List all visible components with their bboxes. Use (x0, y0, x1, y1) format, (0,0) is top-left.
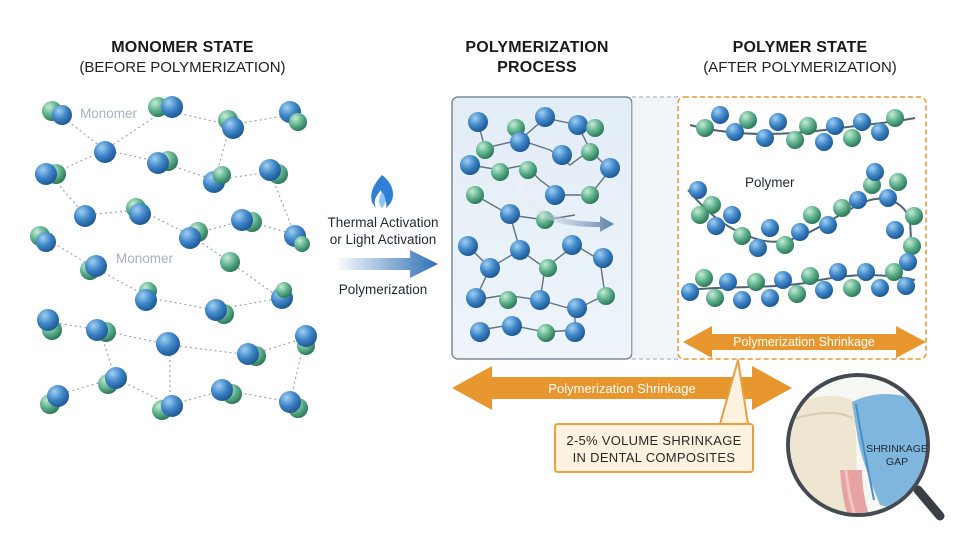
callout-line2: IN DENTAL COMPOSITES (572, 450, 736, 465)
process-curve-arrow (516, 182, 614, 232)
polymer-title: POLYMER STATE (732, 39, 868, 56)
shrinkage-arrow-large (452, 366, 792, 410)
process-title-line2: PROCESS (497, 59, 577, 76)
monomer-label-2: Monomer (116, 251, 174, 266)
magnifier-icon (786, 373, 945, 521)
shrinkage-label-large: Polymerization Shrinkage (548, 381, 696, 396)
process-title-line1: POLYMERIZATION (465, 39, 609, 56)
gap-line1: SHRINKAGE (866, 443, 928, 455)
monomer-title: MONOMER STATE (111, 39, 254, 56)
polymer-subtitle: (AFTER POLYMERIZATION) (703, 59, 897, 76)
process-molecules (458, 107, 620, 342)
monomer-molecules (30, 96, 317, 420)
polymer-chain-3 (681, 263, 916, 309)
monomer-header: MONOMER STATE (BEFORE POLYMERIZATION) (60, 38, 305, 77)
zoom-wedge (632, 97, 678, 359)
activation-label-line2: or Light Activation (329, 232, 437, 247)
monomer-subtitle: (BEFORE POLYMERIZATION) (79, 59, 286, 76)
shrinkage-arrow-small (683, 326, 926, 358)
flame-icon (371, 175, 394, 208)
process-header: POLYMERIZATION PROCESS (452, 38, 622, 78)
polymer-chain-2 (687, 163, 923, 271)
polymer-chain-1 (689, 106, 916, 151)
polymer-header: POLYMER STATE (AFTER POLYMERIZATION) (680, 38, 920, 77)
polymer-label: Polymer (745, 175, 795, 190)
polymer-panel (677, 96, 927, 360)
activation-label-line1: Thermal Activation (327, 215, 439, 230)
shrinkage-callout: 2-5% VOLUME SHRINKAGE IN DENTAL COMPOSIT… (554, 423, 754, 473)
shrinkage-label-small: Polymerization Shrinkage (733, 335, 875, 349)
monomer-label-1: Monomer (80, 106, 138, 121)
gap-line2: GAP (885, 456, 909, 468)
polymerization-label: Polymerization (338, 282, 428, 297)
shrinkage-gap-label: SHRINKAGE GAP (862, 443, 932, 469)
callout-line1: 2-5% VOLUME SHRINKAGE (566, 433, 742, 448)
tooth-icon (790, 394, 926, 513)
activation-arrow (335, 250, 438, 278)
